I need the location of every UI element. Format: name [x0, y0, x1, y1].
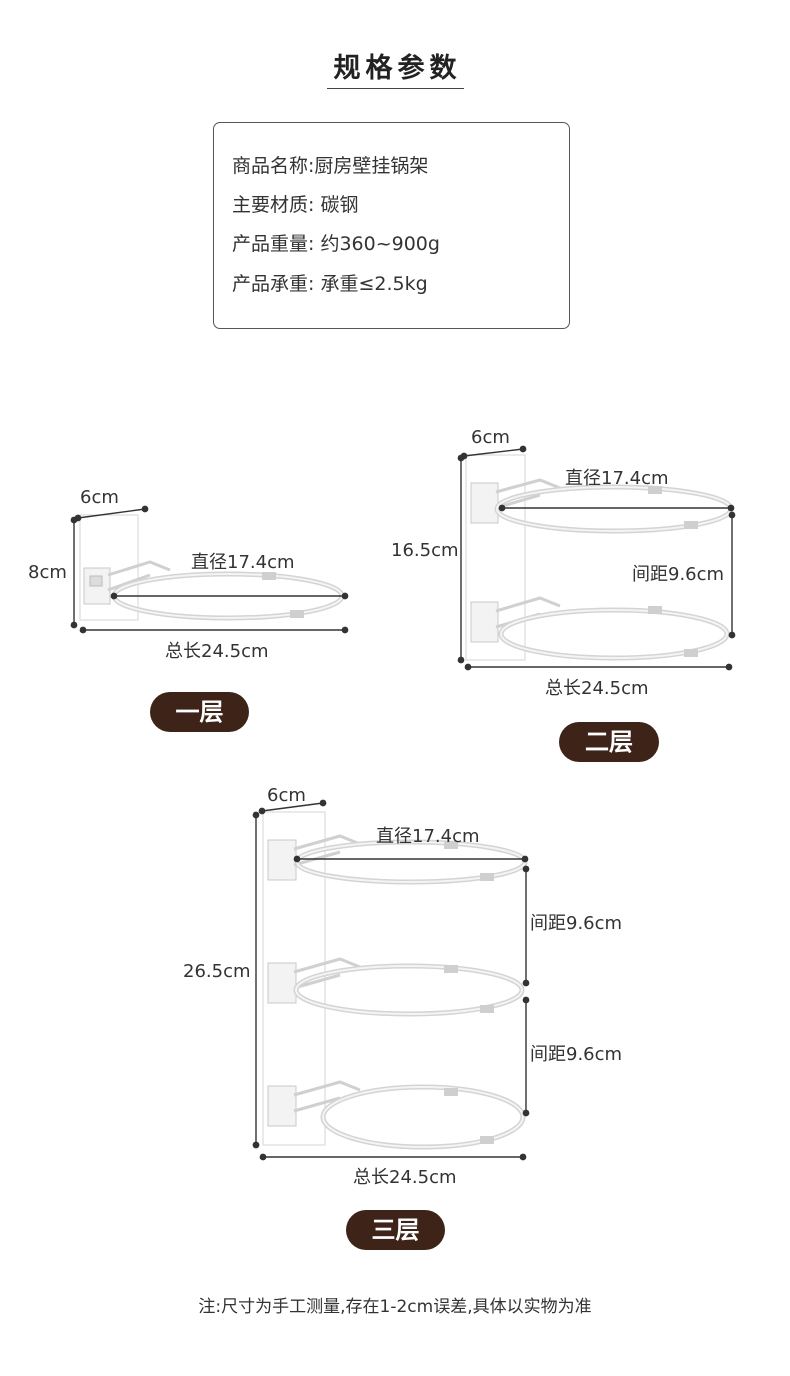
one-layer-diameter-label: 直径17.4cm [191, 552, 295, 573]
spec-product-name: 商品名称:厨房壁挂锅架 [232, 155, 429, 177]
rack-three-layer [252, 799, 530, 1161]
measurement-note: 注:尺寸为手工测量,存在1-2cm误差,具体以实物为准 [198, 1297, 592, 1317]
one-layer-height-label: 8cm [28, 562, 67, 583]
badge-three-layer: 三层 [346, 1210, 445, 1250]
spec-weight: 产品重量: 约360~900g [232, 233, 440, 255]
rack-one-layer [70, 505, 349, 634]
two-layer-spacing-label: 间距9.6cm [632, 564, 725, 585]
three-layer-width-label: 6cm [267, 785, 306, 806]
two-layer-diameter-label: 直径17.4cm [565, 468, 669, 489]
badge-one-layer: 一层 [150, 692, 249, 732]
one-layer-width-label: 6cm [80, 487, 119, 508]
three-layer-diameter-label: 直径17.4cm [376, 826, 480, 847]
two-layer-width-label: 6cm [471, 427, 510, 448]
page-title: 规格参数 [326, 46, 464, 89]
badge-two-layer: 二层 [559, 722, 659, 762]
spec-material: 主要材质: 碳钢 [232, 194, 359, 216]
spec-title-wrap: 规格参数 [0, 46, 790, 89]
three-layer-spacing-1-label: 间距9.6cm [530, 913, 623, 934]
two-layer-length-label: 总长24.5cm [545, 678, 649, 699]
two-layer-height-label: 16.5cm [391, 540, 459, 561]
rack-two-layer [457, 445, 736, 671]
one-layer-length-label: 总长24.5cm [165, 641, 269, 662]
three-layer-spacing-2-label: 间距9.6cm [530, 1044, 623, 1065]
three-layer-height-label: 26.5cm [183, 961, 251, 982]
spec-load: 产品承重: 承重≤2.5kg [232, 273, 428, 295]
three-layer-length-label: 总长24.5cm [353, 1167, 457, 1188]
spec-box: 商品名称:厨房壁挂锅架 主要材质: 碳钢 产品重量: 约360~900g 产品承… [213, 122, 570, 329]
